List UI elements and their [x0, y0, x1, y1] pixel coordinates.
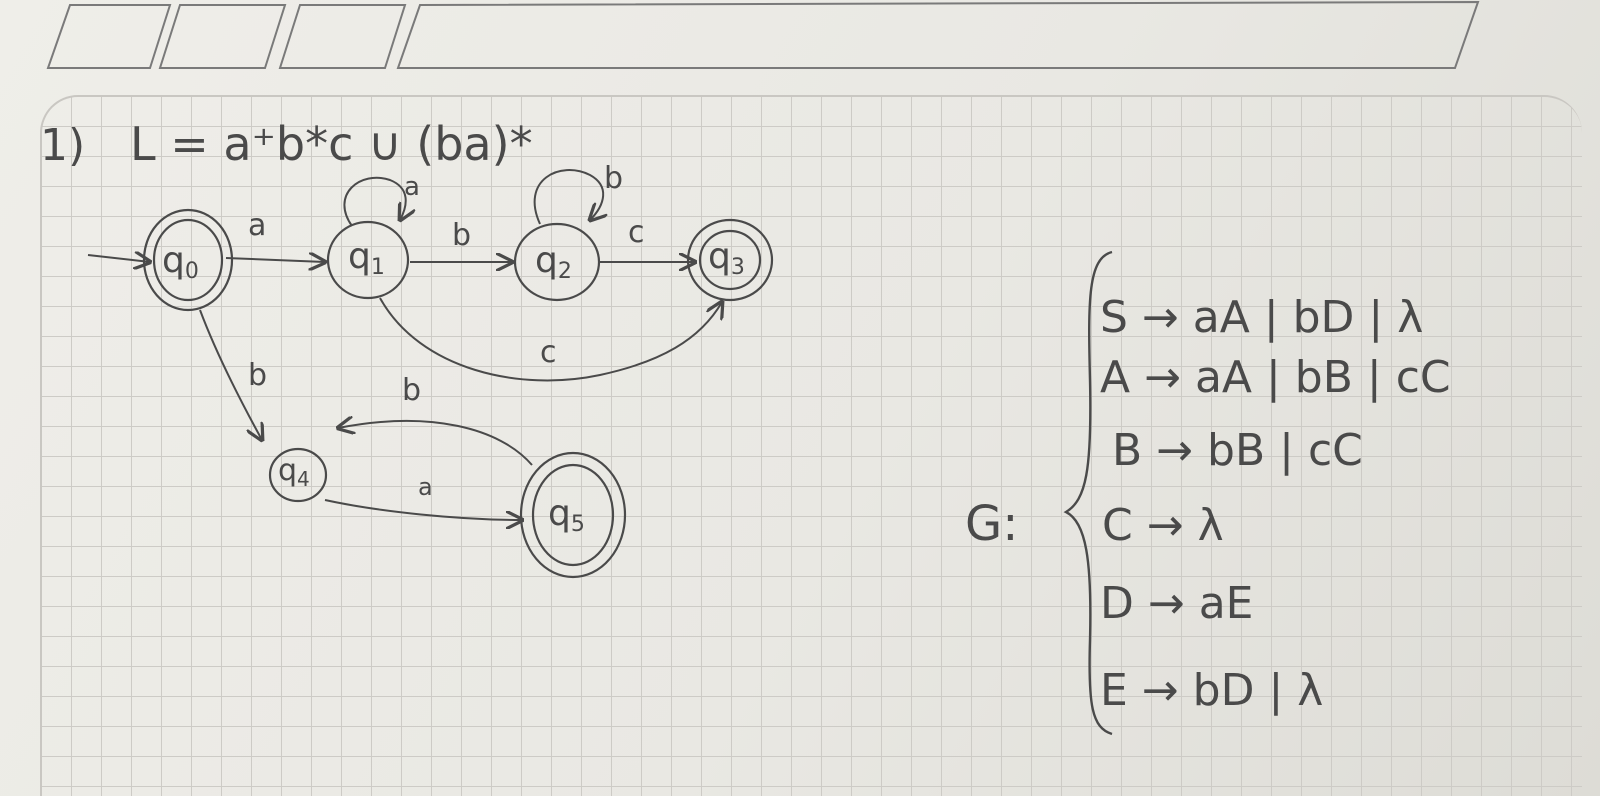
loop-q2	[533, 169, 604, 225]
state-label-q3: q3	[708, 236, 745, 280]
label-loop-q1: a	[404, 172, 420, 202]
loop-q1	[343, 176, 405, 227]
state-label-q0: q0	[162, 240, 199, 284]
label-q0-q4: b	[248, 358, 267, 393]
grammar-rule-d: D → aE	[1100, 578, 1253, 629]
state-q5	[519, 451, 627, 579]
state-label-q2: q2	[535, 240, 572, 284]
edge-q4-q5	[324, 499, 522, 520]
state-labels: q0 q1 q2 q3 q4 q5	[162, 236, 745, 537]
edge-q0-q1	[225, 258, 325, 262]
label-loop-q2: b	[604, 161, 623, 196]
edge-q1-q3	[379, 298, 722, 382]
state-q1	[326, 220, 410, 300]
language-definition: L = a⁺b*c ∪ (ba)*	[130, 117, 533, 171]
transition-labels: a a b b c c b a b	[248, 161, 645, 501]
grammar-brace	[1063, 250, 1113, 736]
state-q4	[268, 447, 328, 503]
state-q3	[686, 218, 774, 302]
grammar-rule-s: S → aA | bD | λ	[1100, 292, 1423, 343]
transition-edges	[87, 169, 722, 520]
label-q1-q2: b	[452, 218, 471, 253]
label-q0-q1: a	[248, 208, 266, 243]
edge-q0-q4	[199, 309, 262, 440]
graph-paper-grid	[40, 95, 1582, 796]
edge-q5-q4	[338, 421, 533, 466]
state-q0	[142, 208, 234, 312]
grammar-rule-b: B → bB | cC	[1112, 425, 1363, 476]
label-q5-q4: b	[402, 373, 421, 408]
grammar-rule-c: C → λ	[1102, 500, 1224, 551]
problem-number: 1)	[40, 120, 85, 171]
start-arrow	[87, 255, 150, 262]
state-q2	[513, 222, 601, 302]
grammar-rule-a: A → aA | bB | cC	[1100, 352, 1451, 403]
label-q1-q3: c	[540, 335, 557, 370]
label-q2-q3: c	[628, 215, 645, 250]
grammar-rule-e: E → bD | λ	[1100, 665, 1323, 716]
grammar-name: G:	[965, 496, 1018, 552]
state-label-q5: q5	[548, 493, 585, 537]
state-label-q4: q4	[278, 453, 310, 491]
label-q4-q5: a	[418, 473, 433, 501]
state-label-q1: q1	[348, 236, 385, 280]
states	[142, 208, 774, 579]
grammar-rules: S → aA | bD | λ A → aA | bB | cC B → bB …	[1100, 292, 1451, 716]
header-boxes	[46, 0, 1480, 69]
